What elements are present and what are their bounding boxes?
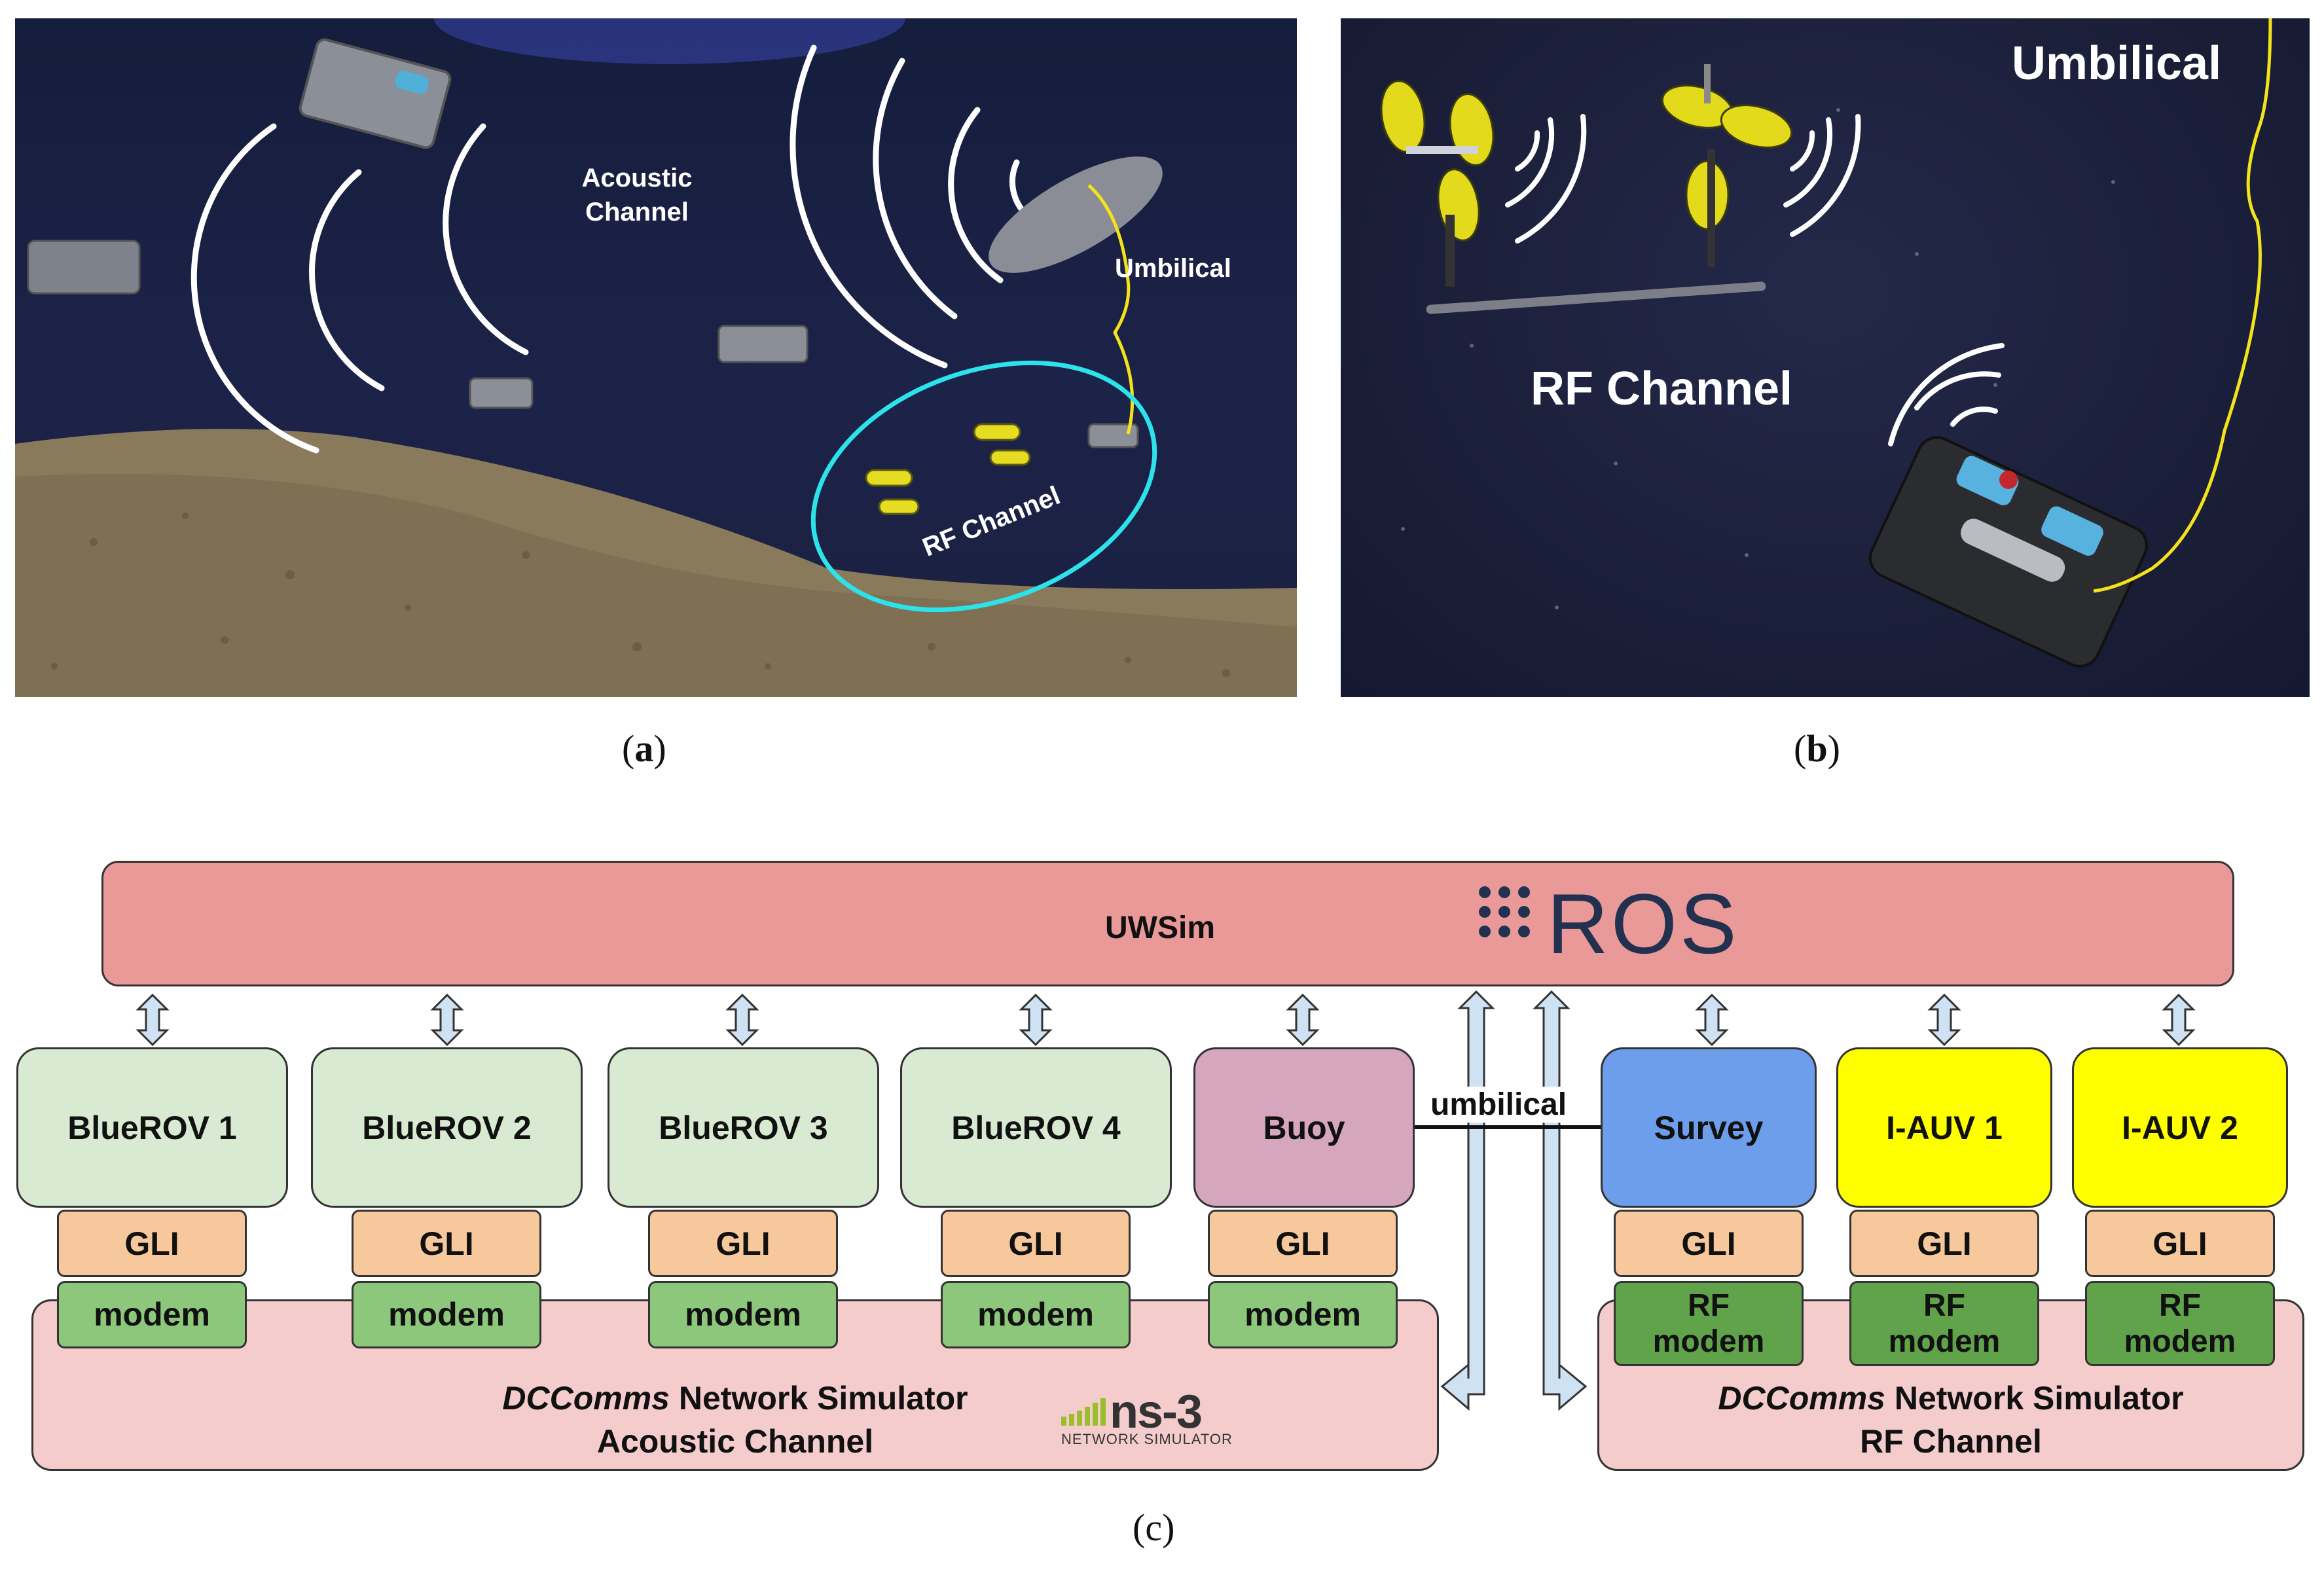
rf-sim-title-rest: Network Simulator [1885, 1380, 2184, 1417]
caption-a-letter: a [634, 727, 654, 770]
rf-sim-title: DCComms Network Simulator [1599, 1377, 2302, 1420]
acoustic-channel-label-line2: Channel [585, 198, 689, 226]
iauv-model-icon [1661, 64, 1793, 267]
umbilical-label-a: Umbilical [1115, 254, 1231, 283]
gli-box: GLI [352, 1210, 541, 1277]
rf-sim-subtitle: RF Channel [1860, 1423, 2042, 1460]
iauv-model-icon [1380, 80, 1495, 287]
umbilical-cable [2093, 18, 2272, 593]
acoustic-wave-icon [191, 45, 1030, 454]
ns3-signal-icon [1061, 1398, 1106, 1426]
structure-bar [1426, 281, 1766, 314]
rf-modem-line2: modem [2124, 1324, 2236, 1359]
ros-uwsim-bar: UWSim ROS [101, 861, 2234, 986]
ros-double-arrows [137, 994, 2194, 1046]
vehicle-box-iauv-2: I-AUV 2 [2072, 1047, 2288, 1208]
rf-modem-line2: modem [1888, 1324, 2001, 1359]
vehicle-box-bluerov-2: BlueROV 2 [311, 1047, 583, 1208]
umbilical-cable [1087, 184, 1135, 435]
acoustic-sim-title: DCComms Network Simulator [33, 1377, 1437, 1420]
acoustic-sim-title-italic: DCComms [502, 1380, 670, 1417]
caption-b: (b) [1794, 727, 1840, 770]
ros-logo-text: ROS [1547, 876, 1739, 971]
rf-modem-line2: modem [1652, 1324, 1765, 1359]
vehicle-box-survey: Survey [1601, 1047, 1817, 1208]
scene-b-artwork [1380, 18, 2272, 668]
gli-box: GLI [2085, 1210, 2275, 1277]
uwsim-label: UWSim [1105, 911, 1215, 945]
survey-rov-model-icon [1869, 436, 2148, 668]
modem-box: modem [352, 1281, 541, 1348]
bluerov-model-icon [27, 38, 1139, 448]
rf-channel-ellipse [810, 360, 1157, 613]
gli-box: GLI [1614, 1210, 1804, 1277]
ros-logo-dots-icon [1475, 882, 1534, 954]
caption-a: (a) [622, 727, 666, 770]
caption-c-letter: c [1145, 1506, 1163, 1549]
acoustic-sim-title-rest: Network Simulator [669, 1380, 968, 1417]
ns3-logo: ns-3 NETWORK SIMULATOR [1061, 1385, 1238, 1451]
gli-box: GLI [57, 1210, 247, 1277]
acoustic-sim-subtitle: Acoustic Channel [596, 1423, 874, 1460]
umbilical-label: umbilical [1430, 1087, 1567, 1123]
umbilical-label-b: Umbilical [2012, 37, 2222, 90]
iauv-model-icon [865, 423, 1031, 515]
rf-channel-label-b: RF Channel [1531, 363, 1793, 415]
modem-box: modem [648, 1281, 838, 1348]
rf-wave-icon [1505, 114, 2005, 446]
caption-b-letter: b [1806, 727, 1828, 770]
scene-panel-b: Umbilical RF Channel [1341, 18, 2310, 697]
vehicle-box-bluerov-4: BlueROV 4 [900, 1047, 1172, 1208]
ns3-logo-name: ns-3 [1110, 1386, 1203, 1438]
scene-panel-a: Acoustic Channel Umbilical RF Channel [15, 18, 1297, 697]
ros-acoustic-arrow [1440, 990, 1495, 1411]
vehicle-box-bluerov-3: BlueROV 3 [608, 1047, 879, 1208]
modem-box: modem [1208, 1281, 1398, 1348]
scene-a-artwork [15, 18, 1297, 697]
caption-c: (c) [1133, 1506, 1175, 1549]
acoustic-channel-label: Acoustic Channel [558, 161, 716, 229]
gli-box: GLI [1208, 1210, 1398, 1277]
vehicle-box-buoy: Buoy [1193, 1047, 1415, 1208]
ros-rf-arrow [1533, 990, 1588, 1411]
gli-box: GLI [1849, 1210, 2039, 1277]
rf-modem-line1: RF [1688, 1288, 1730, 1323]
modem-box: modem [941, 1281, 1131, 1348]
modem-box: modem [57, 1281, 247, 1348]
ns3-logo-tagline: NETWORK SIMULATOR [1061, 1431, 1233, 1447]
rf-modem-line1: RF [2159, 1288, 2201, 1323]
buoy-model-icon [989, 156, 1163, 273]
vehicle-box-iauv-1: I-AUV 1 [1836, 1047, 2052, 1208]
rf-modem-line1: RF [1923, 1288, 1965, 1323]
acoustic-channel-label-line1: Acoustic [581, 164, 693, 192]
vehicle-box-bluerov-1: BlueROV 1 [16, 1047, 288, 1208]
gli-box: GLI [648, 1210, 838, 1277]
rf-sim-title-italic: DCComms [1718, 1380, 1885, 1417]
gli-box: GLI [941, 1210, 1131, 1277]
